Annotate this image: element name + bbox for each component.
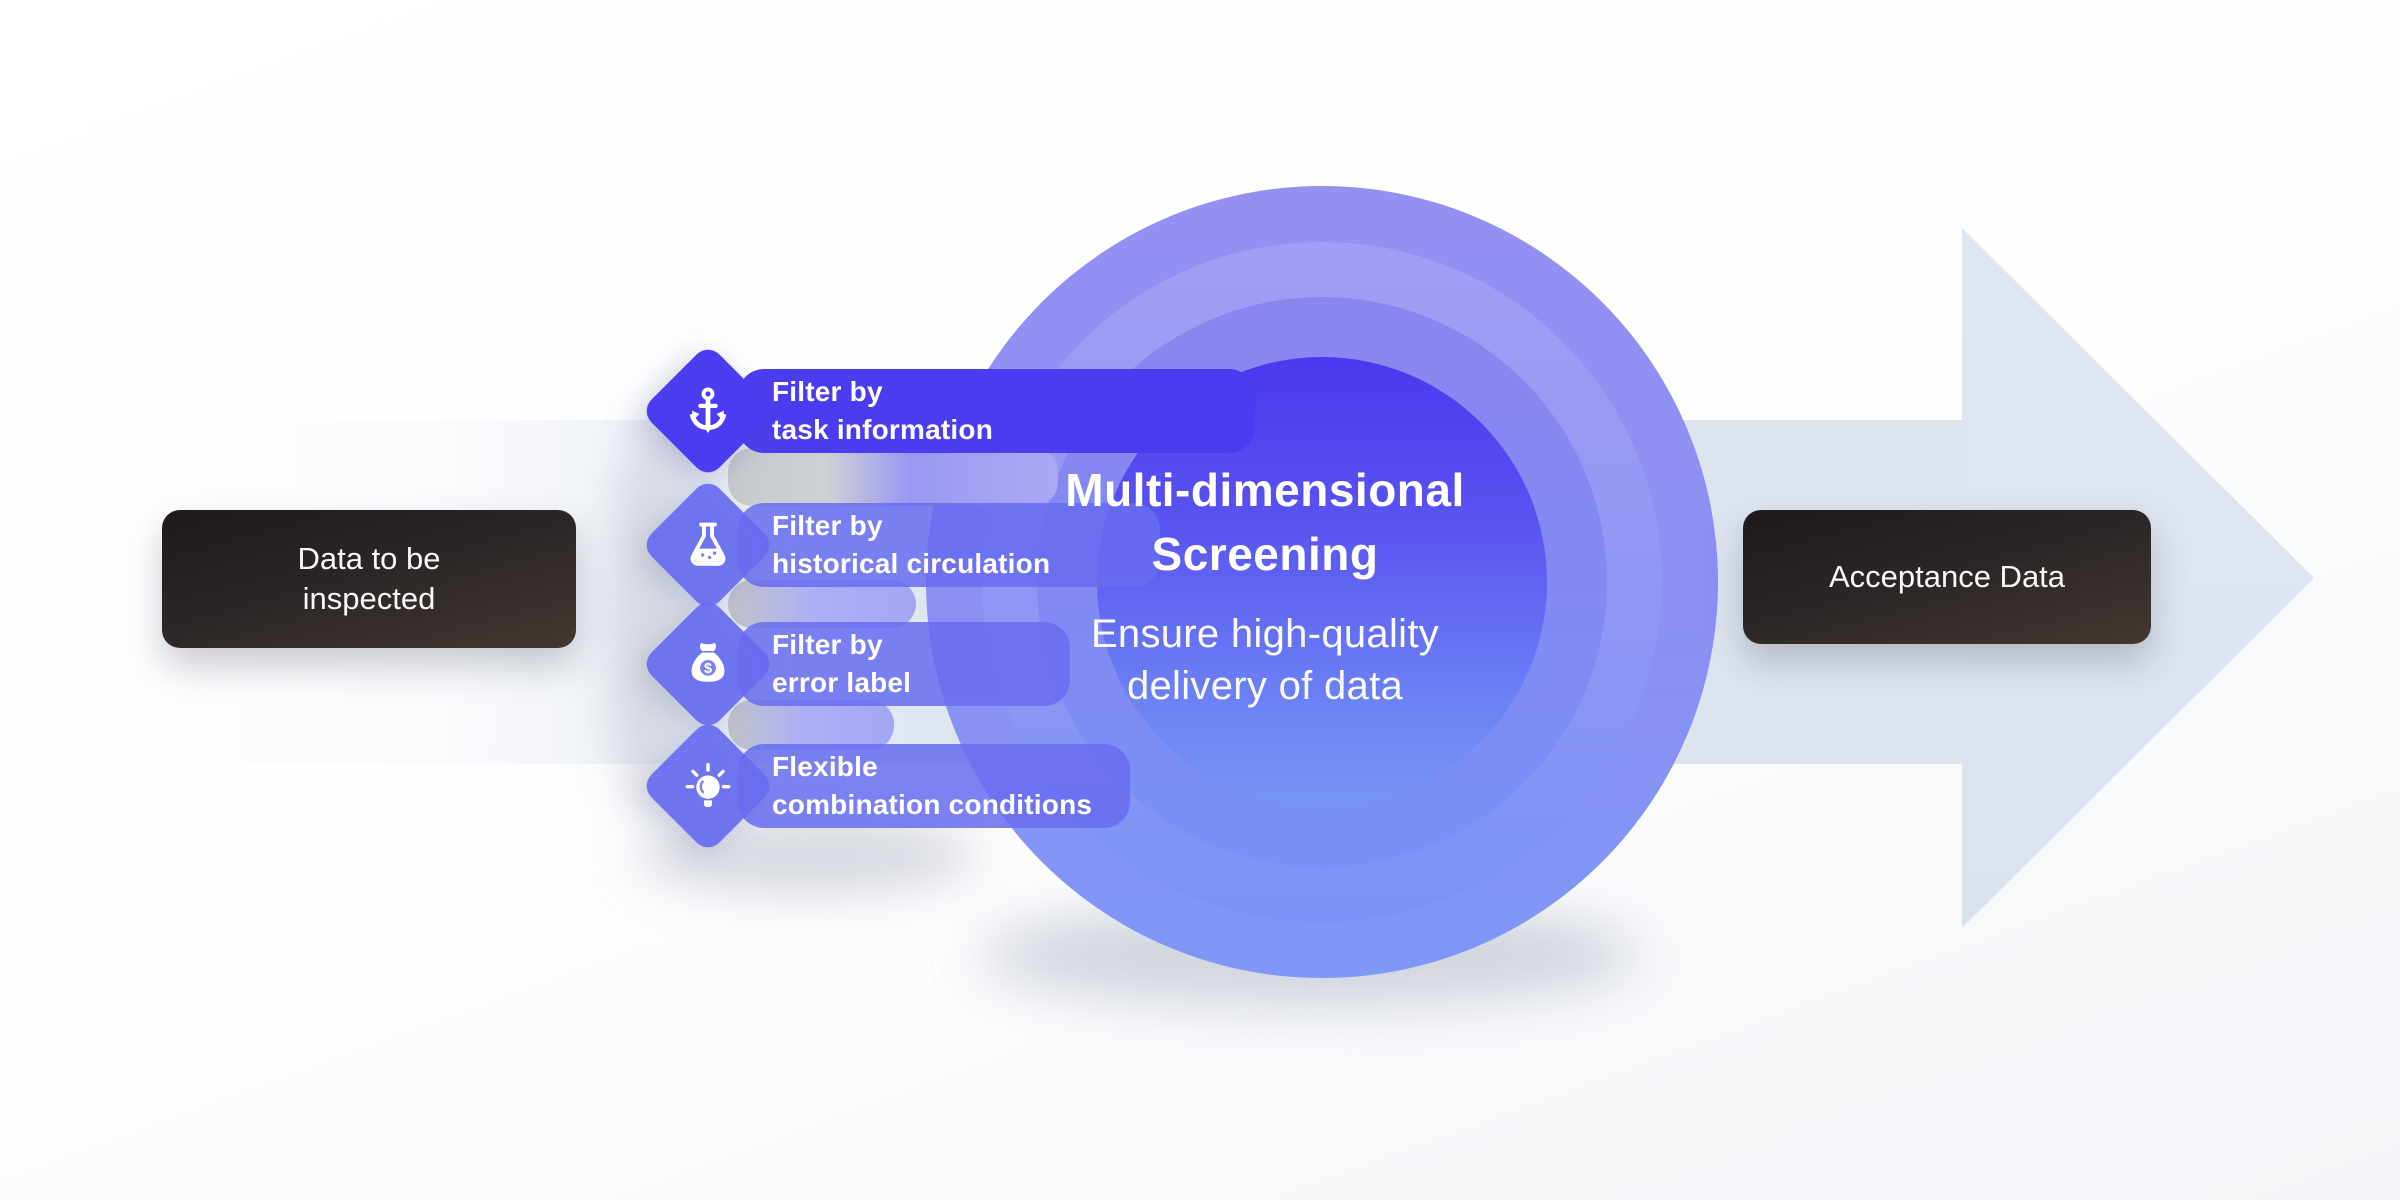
screening-subtitle-line1: Ensure high-quality xyxy=(1090,612,1440,656)
output-data-box: Acceptance Data xyxy=(1743,510,2151,644)
money-bag-icon: $ xyxy=(681,637,735,691)
filter-bar-combination-conditions: Flexible combination conditions xyxy=(738,744,1130,828)
filter-label-line1: Filter by xyxy=(772,629,883,660)
connector-step-3 xyxy=(728,700,894,750)
screening-title: Multi-dimensional Screening xyxy=(965,458,1565,586)
filter-label-line1: Filter by xyxy=(772,376,883,407)
screening-text-block: Multi-dimensional Screening Ensure high-… xyxy=(965,458,1565,712)
filter-bar-error-label: Filter by error label xyxy=(738,622,1070,706)
filter-label: Filter by error label xyxy=(738,626,911,702)
connector-step-2 xyxy=(728,580,916,628)
input-data-label-line2: inspected xyxy=(302,581,436,616)
filter-label-line2: error label xyxy=(772,667,912,698)
input-data-box: Data to be inspected xyxy=(162,510,576,648)
input-data-label-line1: Data to be xyxy=(297,541,441,576)
filter-label-line2: combination conditions xyxy=(772,789,1093,820)
filter-label-line2: historical circulation xyxy=(772,548,1051,579)
filter-label-line1: Filter by xyxy=(772,510,883,541)
screening-subtitle: Ensure high-quality delivery of data xyxy=(965,608,1565,712)
screening-title-line1: Multi-dimensional xyxy=(1065,464,1465,516)
flask-icon xyxy=(681,518,735,572)
filter-label: Filter by task information xyxy=(738,373,993,449)
anchor-icon xyxy=(681,384,735,438)
filter-label-line2: task information xyxy=(772,414,994,445)
bulb-icon xyxy=(681,759,735,813)
connector-step-1 xyxy=(728,448,1058,506)
filter-bar-task-information: Filter by task information xyxy=(738,369,1255,453)
screening-title-line2: Screening xyxy=(1151,528,1379,580)
screening-subtitle-line2: delivery of data xyxy=(1126,664,1404,708)
dollar-glyph: $ xyxy=(704,661,712,677)
output-data-label: Acceptance Data xyxy=(1828,559,2066,594)
filter-label: Flexible combination conditions xyxy=(738,748,1092,824)
filter-label-line1: Flexible xyxy=(772,751,878,782)
filter-bar-historical-circulation: Filter by historical circulation xyxy=(738,503,1160,587)
filter-label: Filter by historical circulation xyxy=(738,507,1050,583)
